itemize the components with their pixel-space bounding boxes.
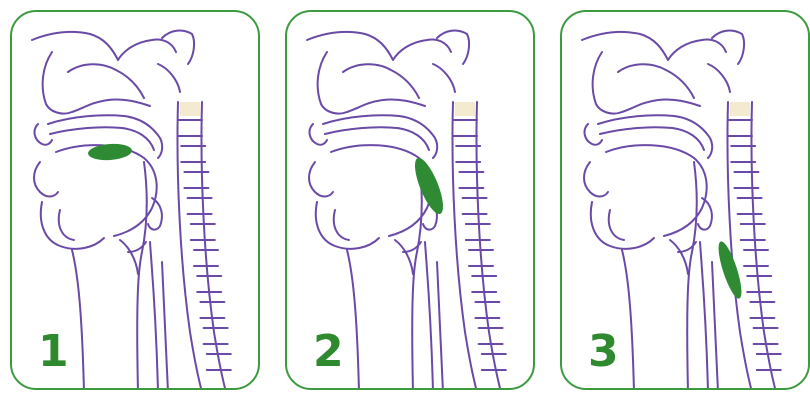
panel-2: 2 (285, 10, 535, 390)
panel-number: 3 (588, 330, 619, 374)
panel-3: 3 (560, 10, 810, 390)
panel-number: 1 (38, 330, 69, 374)
panel-number: 2 (313, 330, 344, 374)
panel-1: 1 (10, 10, 260, 390)
bolus (714, 239, 746, 300)
bolus (409, 155, 448, 217)
